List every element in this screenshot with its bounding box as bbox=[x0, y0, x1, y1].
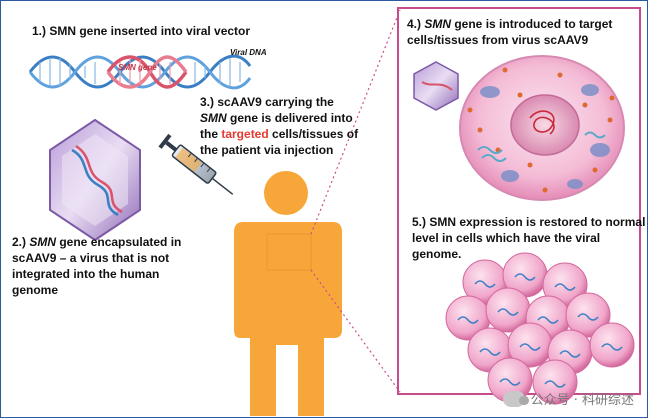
target-tissue-box bbox=[266, 233, 312, 271]
patient-silhouette bbox=[234, 171, 342, 416]
small-capsid bbox=[413, 61, 459, 111]
syringe-icon bbox=[158, 133, 234, 195]
zoom-lines bbox=[310, 9, 401, 393]
watermark-text: 公众号 · 科研综述 bbox=[530, 393, 634, 408]
cell-dna bbox=[474, 280, 496, 288]
cell-dna bbox=[499, 378, 521, 386]
small-cell bbox=[532, 359, 578, 405]
cell-dna bbox=[544, 380, 566, 388]
cell-dna bbox=[554, 283, 576, 291]
cell-dna bbox=[497, 308, 519, 316]
cell-dna bbox=[514, 273, 536, 281]
cell-dna bbox=[479, 348, 501, 356]
cell-dna bbox=[519, 343, 541, 351]
step1-label: 1.) SMN gene inserted into viral vector bbox=[32, 24, 251, 38]
small-cell bbox=[589, 322, 635, 368]
restored-cell-cluster bbox=[445, 252, 635, 405]
cell-dna bbox=[601, 343, 623, 351]
capsid-hexagon bbox=[49, 118, 141, 242]
step5-label: 5.) SMN expression is restored to normal… bbox=[412, 215, 646, 261]
watermark: 公众号 · 科研综述 bbox=[502, 389, 634, 408]
cell-dna bbox=[457, 316, 479, 324]
viral-dna-helix bbox=[28, 54, 252, 90]
wechat-icon bbox=[502, 390, 529, 407]
cell-dna bbox=[559, 350, 581, 358]
viral-dna-label: Viral DNA bbox=[230, 48, 267, 57]
target-cell bbox=[459, 55, 625, 201]
cell-dna bbox=[537, 316, 559, 324]
small-cell bbox=[565, 292, 611, 338]
cell-dna bbox=[577, 313, 599, 321]
targeted-word: targeted bbox=[221, 127, 269, 141]
step3-label: 3.) scAAV9 carrying the SMN gene is deli… bbox=[200, 95, 359, 157]
step4-label: 4.) SMN gene is introduced to target cel… bbox=[407, 17, 613, 47]
smn-gene-helix-label: SMN gene bbox=[118, 63, 157, 72]
step2-label: 2.) SMN gene encapsulated in scAAV9 – a … bbox=[12, 235, 182, 297]
